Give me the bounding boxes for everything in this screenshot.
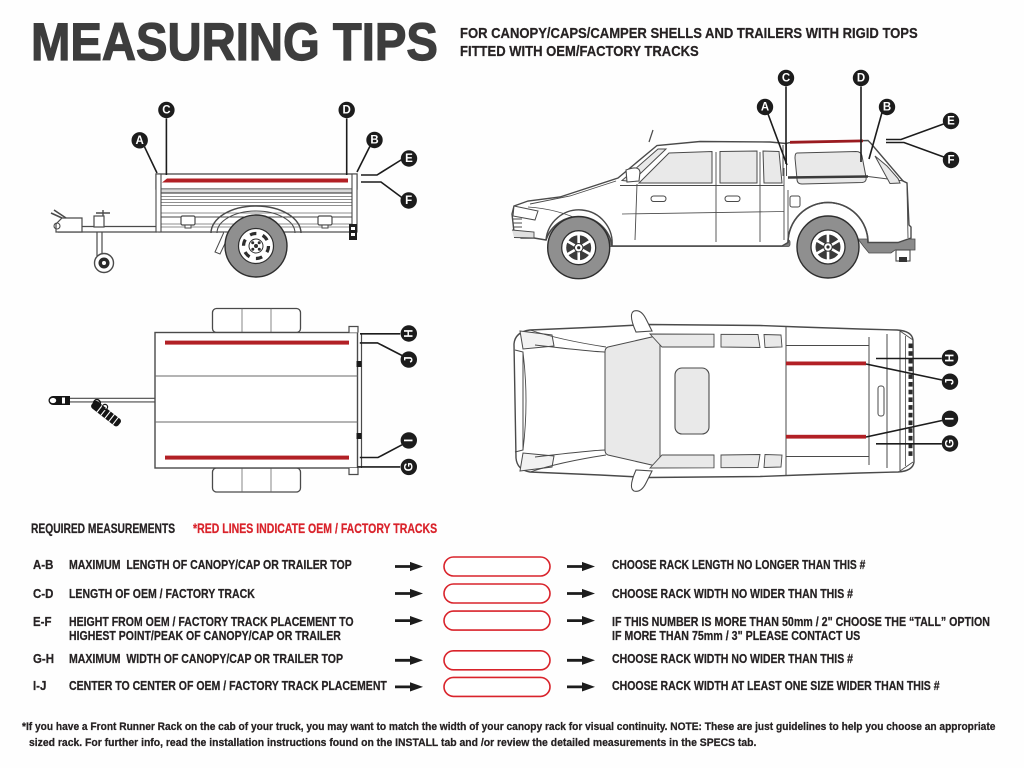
svg-text:I: I — [945, 417, 957, 420]
svg-text:I: I — [403, 439, 415, 442]
svg-text:F: F — [947, 155, 954, 167]
svg-text:B: B — [370, 135, 378, 147]
svg-text:A: A — [136, 135, 144, 147]
svg-text:J: J — [403, 356, 415, 362]
svg-text:J: J — [945, 378, 957, 384]
svg-text:H: H — [403, 329, 415, 337]
svg-text:C: C — [162, 105, 170, 117]
svg-text:F: F — [405, 195, 412, 207]
svg-text:D: D — [857, 73, 865, 85]
svg-text:G: G — [403, 462, 415, 471]
svg-text:B: B — [883, 102, 891, 114]
svg-text:E: E — [405, 153, 413, 165]
svg-text:C: C — [782, 73, 790, 85]
svg-text:D: D — [343, 105, 351, 117]
svg-text:E: E — [947, 116, 955, 128]
svg-text:A: A — [761, 102, 769, 114]
svg-text:G: G — [945, 439, 957, 448]
svg-text:H: H — [945, 354, 957, 362]
